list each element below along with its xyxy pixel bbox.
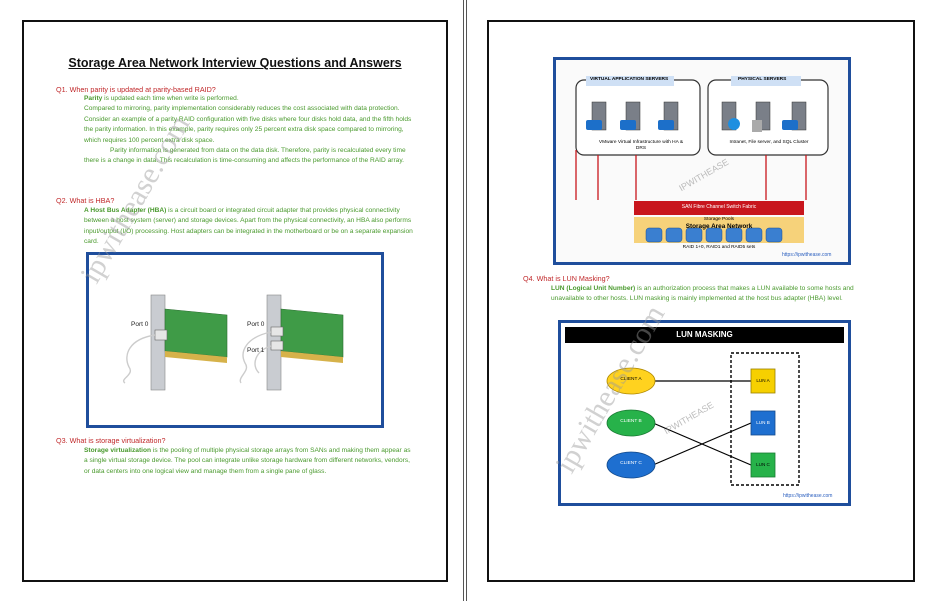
card-1-port-0-label: Port 0: [131, 321, 149, 328]
lun-a-label: LUN A: [756, 378, 770, 383]
lun-diagram-title: LUN MASKING: [565, 327, 844, 343]
intranet-label: Intranet, File server, and SQL Cluster: [729, 140, 809, 145]
client-c-label: CLIENT C: [620, 461, 642, 466]
client-c-node: [606, 451, 656, 479]
lun-diagram-drawing: [606, 352, 800, 486]
client-b-node: [606, 409, 656, 437]
physical-group-title-bg: [731, 76, 801, 86]
storage-pool-label: Storage Pools: [703, 217, 735, 222]
client-b-label: CLIENT B: [620, 419, 642, 424]
card-2-port-0-label: Port 0: [247, 321, 265, 328]
answer-4-term: LUN (Logical Unit Number): [551, 285, 636, 292]
link-c-lunb: [652, 422, 752, 466]
answer-1: Parity is updated each time when write i…: [84, 94, 414, 167]
san-label: Storage Area Network: [685, 223, 753, 230]
answer-3-text: is the pooling of multiple physical stor…: [84, 447, 411, 475]
globe-icon: [728, 118, 740, 130]
san-diagram: VIRTUAL APPLICATION SERVERS PHYSICAL SER…: [553, 57, 851, 265]
lun-b-node: [750, 410, 776, 436]
answer-4-text: is an authorization process that makes a…: [551, 285, 854, 303]
answer-2: A Host Bus Adapter (HBA) is a circuit bo…: [84, 206, 414, 248]
lun-c-label: LUN C: [756, 462, 770, 467]
client-a-node: [606, 367, 656, 395]
raid-label: RAID 1+0, RAID1 and RAID5 sets: [682, 245, 756, 250]
answer-2-text: is a circuit board or integrated circuit…: [84, 207, 413, 246]
answer-1-line1: is updated each time when write is perfo…: [102, 95, 239, 102]
lun-b-label: LUN B: [756, 420, 770, 425]
answer-3-term: Storage virtualization: [84, 447, 152, 454]
answer-1-para3: Parity information is generated from dat…: [84, 147, 406, 165]
answer-4: LUN (Logical Unit Number) is an authoriz…: [551, 284, 869, 305]
question-2: Q2. What is HBA?: [56, 196, 115, 205]
answer-1-para2: Compared to mirroring, parity implementa…: [84, 105, 412, 144]
left-document-page: Storage Area Network Interview Questions…: [22, 20, 448, 582]
question-3: Q3. What is storage virtualization?: [56, 436, 166, 445]
answer-2-term: A Host Bus Adapter (HBA): [84, 207, 167, 214]
switch-label: SAN Fibre Channel Switch Fabric: [681, 204, 757, 210]
hba-image: Port 0 Port 0 Port 1: [86, 252, 384, 428]
question-4: Q4. What is LUN Masking?: [523, 274, 610, 283]
right-document-page: VIRTUAL APPLICATION SERVERS PHYSICAL SER…: [487, 20, 915, 582]
fibre-channel-switch: [634, 201, 804, 215]
vmware-label: VMware Virtual Infrastructure with HA & …: [598, 140, 684, 151]
san-diagram-drawing: [556, 60, 848, 262]
hba-cards-illustration: [122, 294, 344, 391]
lun-credit: https://ipwithease.com: [783, 493, 833, 499]
san-credit: https://ipwithease.com: [782, 252, 832, 258]
hba-card-2: [239, 294, 344, 391]
lun-c-node: [750, 452, 776, 478]
question-1: Q1. When parity is updated at parity-bas…: [56, 85, 216, 94]
lun-a-node: [750, 368, 776, 394]
physical-group-label: PHYSICAL SERVERS: [738, 77, 787, 82]
answer-3: Storage virtualization is the pooling of…: [84, 446, 414, 477]
answer-1-term: Parity: [84, 95, 103, 102]
left-sheet: Storage Area Network Interview Questions…: [0, 0, 464, 601]
virtual-group-label: VIRTUAL APPLICATION SERVERS: [590, 77, 669, 82]
virtual-group-title-bg: [586, 76, 674, 86]
lun-masking-diagram: LUN MASKING CLIENT A CLIENT B CLIENT C: [558, 320, 851, 506]
client-a-label: CLIENT A: [620, 377, 642, 382]
hba-card-1: [122, 294, 228, 391]
card-2-port-1-label: Port 1: [247, 347, 265, 354]
right-sheet: VIRTUAL APPLICATION SERVERS PHYSICAL SER…: [466, 0, 931, 601]
document-title: Storage Area Network Interview Questions…: [68, 56, 402, 70]
